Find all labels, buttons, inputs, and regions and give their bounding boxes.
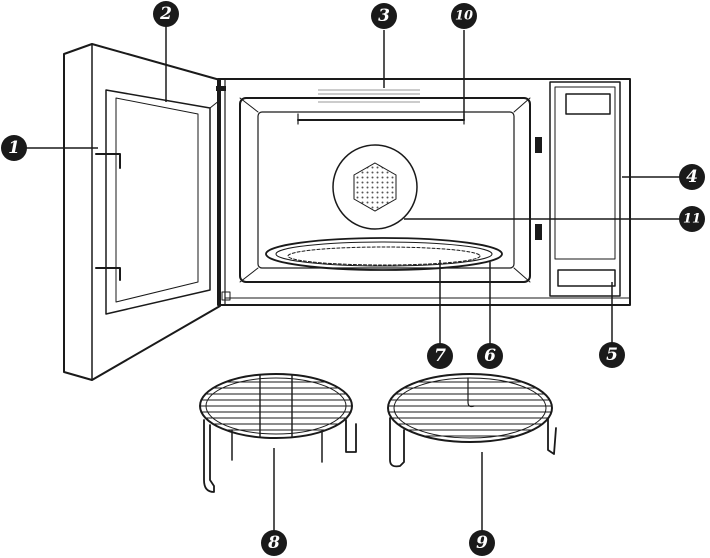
control-panel	[550, 82, 620, 296]
callout-3: 3	[371, 3, 397, 29]
display-window	[566, 94, 610, 114]
oven-door	[64, 44, 230, 380]
microwave-body	[218, 79, 630, 305]
high-rack	[180, 370, 372, 492]
callout-label-2: 2	[159, 4, 172, 24]
leader-lines	[26, 24, 686, 534]
callout-label-10: 10	[455, 9, 473, 24]
low-rack	[380, 374, 560, 466]
callout-label-5: 5	[606, 345, 618, 365]
callout-label-9: 9	[476, 533, 488, 553]
callout-label-6: 6	[484, 346, 496, 366]
fan-grille	[354, 163, 396, 211]
callout-label-4: 4	[686, 167, 698, 187]
door-release-button	[558, 270, 615, 286]
callout-label-8: 8	[267, 533, 280, 553]
top-vent	[318, 90, 420, 102]
callout-7: 7	[427, 343, 453, 369]
roller-ring	[288, 247, 480, 265]
latch-slot-upper	[535, 137, 542, 153]
callout-label-7: 7	[434, 346, 446, 366]
callout-9: 9	[469, 530, 495, 556]
callout-1: 1	[1, 135, 27, 161]
callout-label-1: 1	[8, 138, 20, 158]
callout-2: 2	[153, 1, 179, 27]
callout-5: 5	[599, 342, 625, 368]
latch-slot-lower	[535, 224, 542, 240]
oven-cavity	[240, 98, 542, 282]
callout-label-11: 11	[683, 212, 701, 227]
door-window	[106, 90, 210, 314]
callout-11: 11	[679, 206, 705, 232]
callout-label-3: 3	[378, 6, 390, 26]
callout-10: 10	[451, 3, 477, 29]
callout-8: 8	[261, 530, 287, 556]
callout-4: 4	[679, 164, 705, 190]
callout-6: 6	[477, 343, 503, 369]
